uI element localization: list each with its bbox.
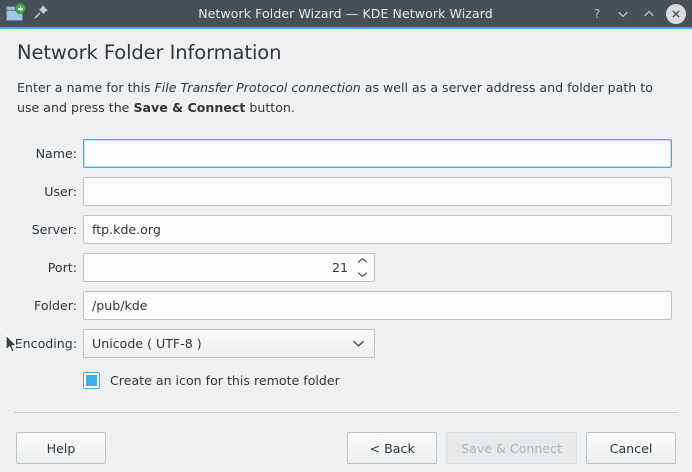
port-label: Port: [47,259,77,275]
description-bold: Save & Connect [133,99,246,115]
network-folder-form: Name: User: Server: Port: [0,134,692,398]
svg-text:?: ? [594,7,600,21]
page-title: Network Folder Information [17,41,282,64]
chevron-down-icon [352,336,365,351]
folder-label: Folder: [34,297,77,313]
server-label: Server: [31,221,77,237]
save-and-connect-button[interactable]: Save & Connect [446,432,577,464]
encoding-select[interactable]: Unicode ( UTF-8 ) [83,328,375,358]
name-label: Name: [35,145,77,161]
create-icon-checkbox-label: Create an icon for this remote folder [110,372,340,388]
pin-icon[interactable] [33,4,49,24]
name-input[interactable] [83,138,672,168]
description-text-1: Enter a name for this [17,80,155,95]
titlebar-accent-line [0,27,692,29]
close-x-icon[interactable] [666,3,686,24]
cancel-button[interactable]: Cancel [586,432,676,464]
form-row-name: Name: [0,134,692,172]
user-input[interactable] [83,176,672,206]
dialog-footer: Help < Back Save & Connect Cancel [0,424,692,472]
page-description: Enter a name for this File Transfer Prot… [17,78,672,117]
minimize-chevron-down-icon[interactable] [610,2,636,26]
window-titlebar[interactable]: Network Folder Wizard — KDE Network Wiza… [0,0,692,27]
create-icon-checkbox-row[interactable]: Create an icon for this remote folder [0,362,692,398]
form-row-folder: Folder: [0,286,692,324]
description-text-2: as well as a server address and folder p… [17,80,653,115]
network-folder-add-icon [5,3,26,23]
form-row-encoding: Encoding: Unicode ( UTF-8 ) [0,324,692,362]
back-button[interactable]: < Back [347,432,438,464]
server-input[interactable] [83,214,672,244]
port-input[interactable] [83,252,375,282]
dialog-content: Network Folder Information Enter a name … [0,29,692,472]
form-row-server: Server: [0,210,692,248]
folder-input[interactable] [83,290,672,320]
help-button[interactable]: Help [16,432,106,464]
form-row-port: Port: [0,248,692,286]
titlebar-left-icons [0,3,125,24]
create-icon-checkbox[interactable] [83,371,100,389]
encoding-selected-value: Unicode ( UTF-8 ) [92,335,202,351]
user-label: User: [44,183,77,199]
description-text-3: button. [245,99,295,115]
help-question-icon[interactable]: ? [584,2,610,26]
description-italic: File Transfer Protocol connection [154,80,361,95]
port-stepper[interactable] [83,252,375,282]
chevron-down-icon [357,271,367,277]
checkbox-fill [86,374,97,386]
footer-separator [14,412,678,413]
chevron-up-icon [357,257,367,263]
form-row-user: User: [0,172,692,210]
encoding-label: Encoding: [14,335,77,351]
window-controls: ? [566,2,692,26]
window-title: Network Folder Wizard — KDE Network Wiza… [198,6,493,21]
maximize-chevron-up-icon[interactable] [636,2,662,26]
port-spinner-arrows[interactable] [356,257,368,278]
